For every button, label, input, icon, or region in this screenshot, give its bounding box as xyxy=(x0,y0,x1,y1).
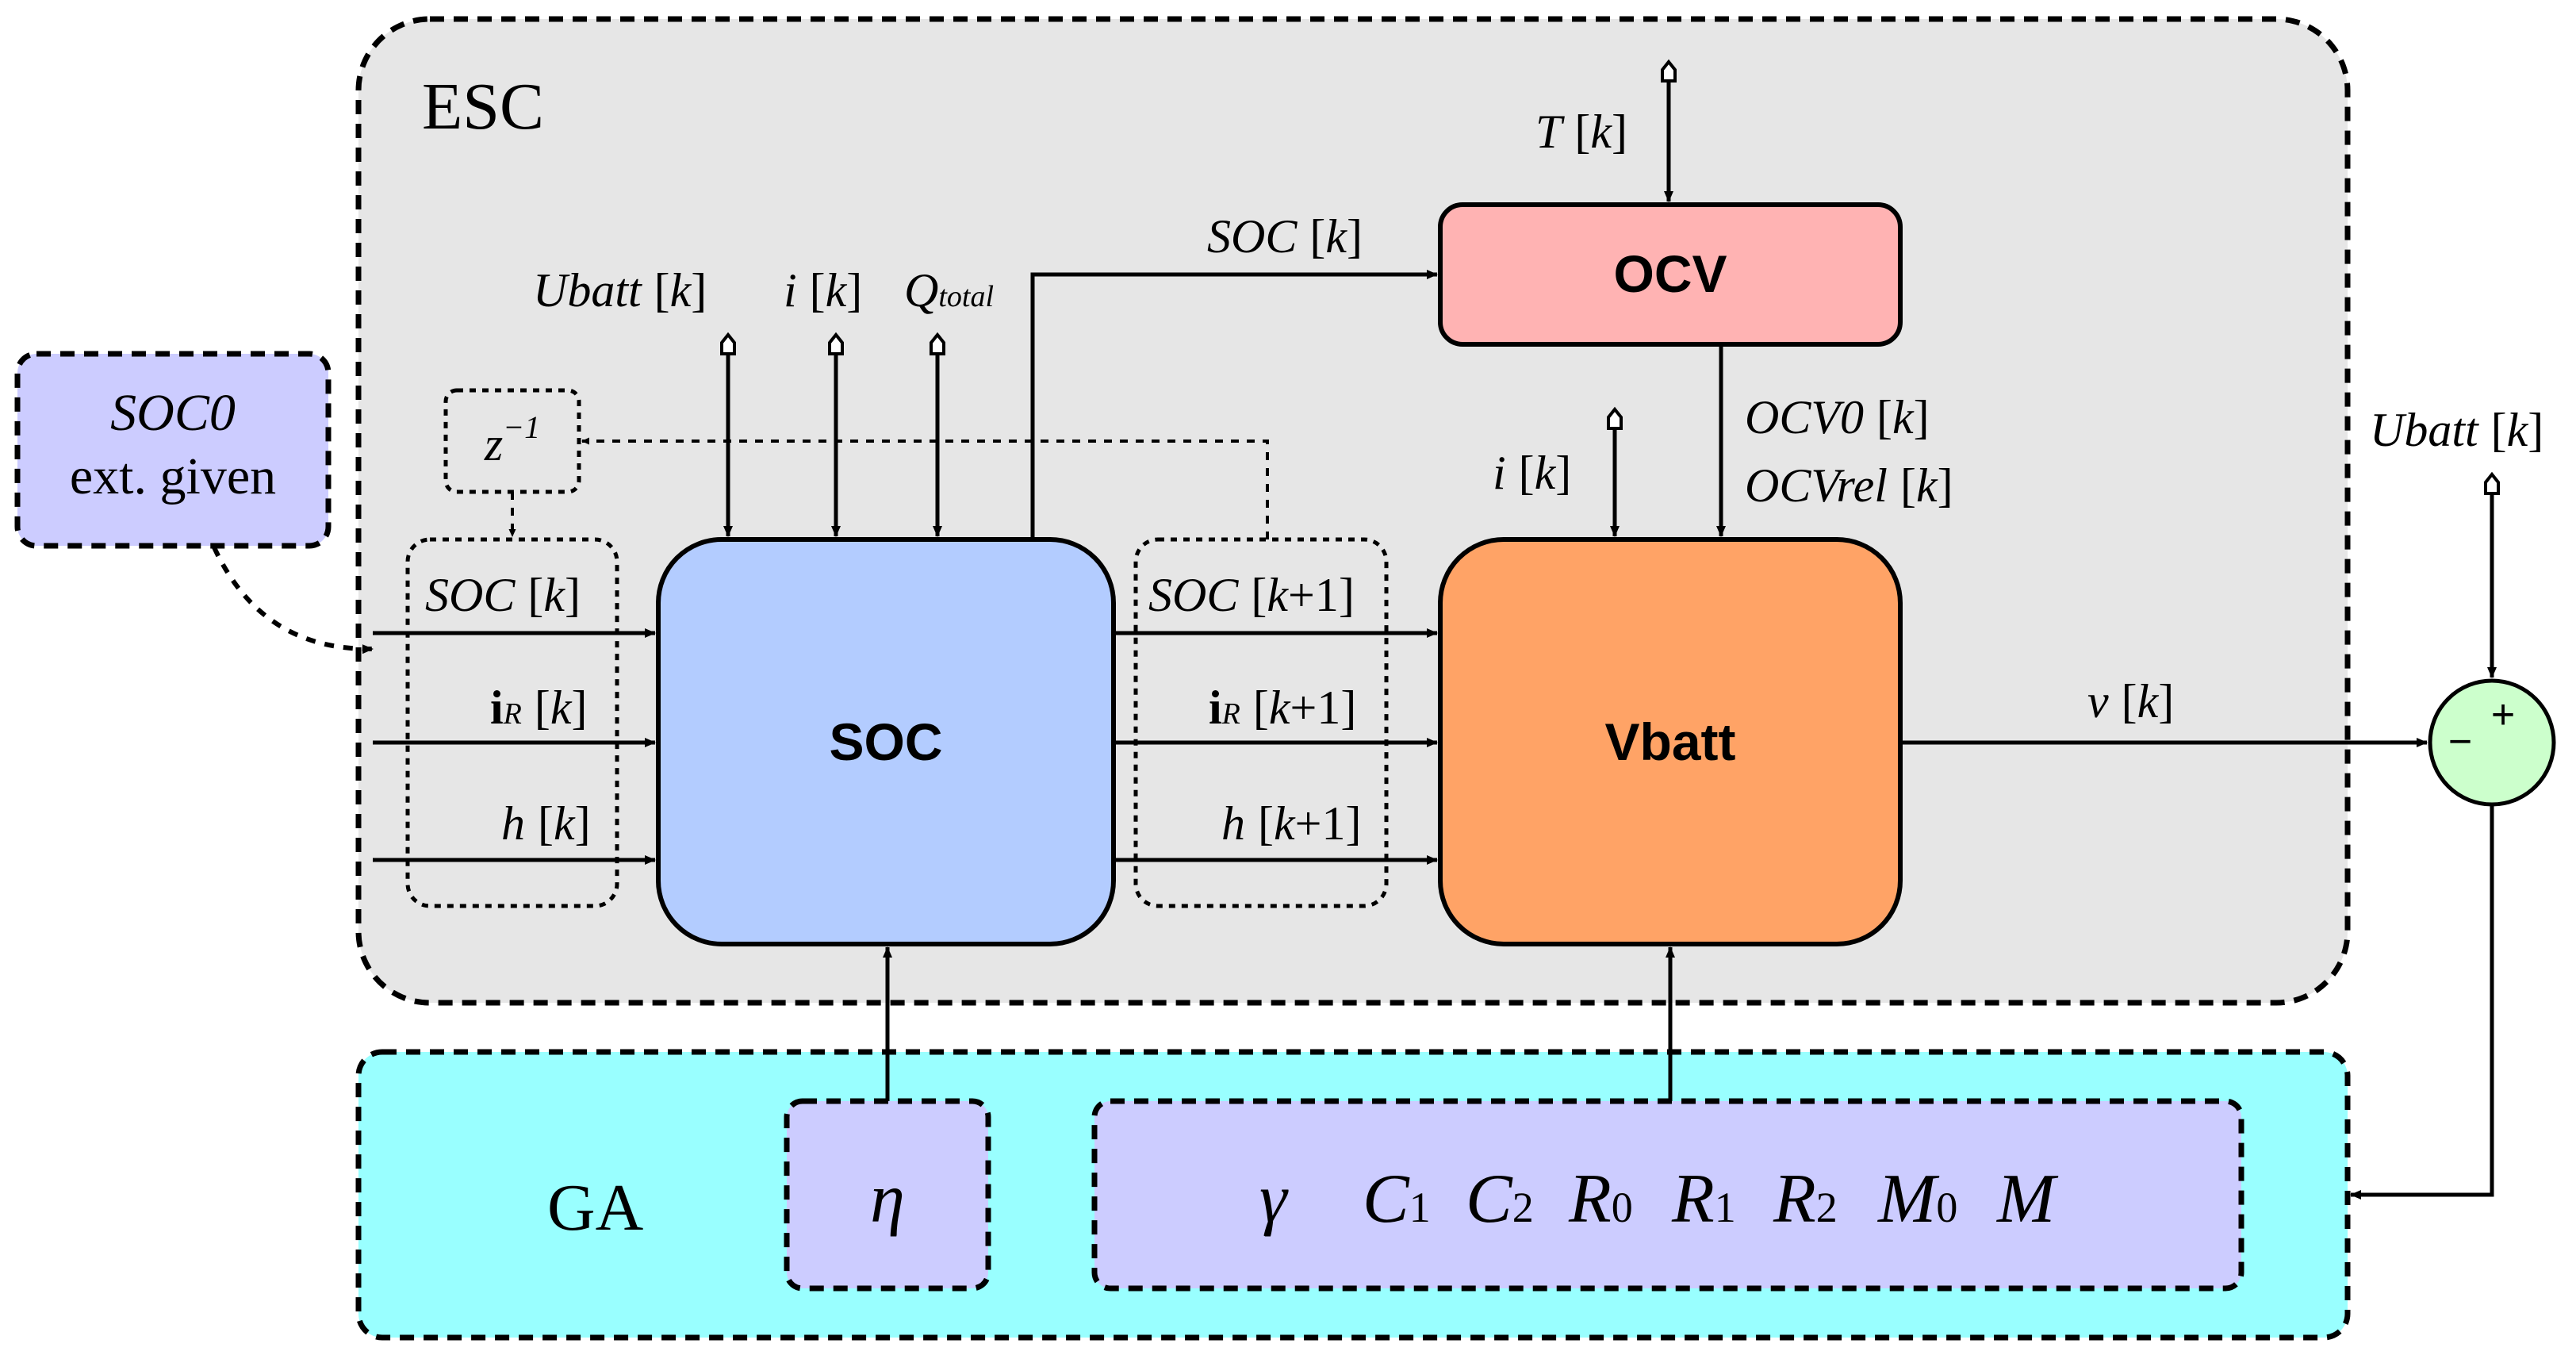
ga-title: GA xyxy=(547,1171,644,1245)
output-state-group xyxy=(1133,537,1389,908)
c1-param: C1 xyxy=(1363,1161,1431,1238)
ubatt-right-port-icon xyxy=(2484,471,2500,495)
i-label: i[k] xyxy=(784,264,862,317)
v-label: v[k] xyxy=(2087,675,2174,727)
ocv-block-label: OCV xyxy=(1613,244,1727,303)
i2-label: i[k] xyxy=(1493,447,1571,499)
out-h-label: h[k+1] xyxy=(1221,797,1361,850)
gamma-param: γ xyxy=(1259,1161,1289,1238)
soc-to-ocv-label: SOC[k] xyxy=(1207,210,1363,263)
delay-label: z−1 xyxy=(484,409,540,470)
in-h-label: h[k] xyxy=(501,797,591,850)
r1-param: R1 xyxy=(1671,1161,1736,1238)
vbatt-param-box xyxy=(1091,1098,2244,1292)
q-port-icon xyxy=(930,332,945,355)
soc0-label: SOC0 xyxy=(110,384,236,442)
error-to-ga-line xyxy=(2350,804,2494,1200)
delay-feedback-line xyxy=(581,437,1269,539)
t-label: T[k] xyxy=(1535,106,1627,158)
i-port-icon xyxy=(828,332,844,355)
i2-port-icon xyxy=(1607,406,1623,430)
ocv0-label: OCV0[k] xyxy=(1745,391,1930,443)
q-total-label: Qtotal xyxy=(904,264,994,317)
soc0-block xyxy=(14,351,332,549)
sum-plus-sign: + xyxy=(2491,692,2515,738)
out-soc-label: SOC[k+1] xyxy=(1148,569,1355,621)
ubatt-label: Ubatt[k] xyxy=(533,264,707,317)
m-param: M xyxy=(1995,1161,2059,1238)
in-ir-label: iR[k] xyxy=(490,681,588,734)
r2-param: R2 xyxy=(1773,1161,1838,1238)
eta-symbol: η xyxy=(870,1161,905,1238)
esc-title: ESC xyxy=(422,70,544,144)
ubatt-port-icon xyxy=(720,332,736,355)
sum-minus-sign: − xyxy=(2448,719,2472,765)
r0-param: R0 xyxy=(1568,1161,1633,1238)
out-ir-label: iR[k+1] xyxy=(1209,681,1356,734)
in-soc-label: SOC[k] xyxy=(425,569,581,621)
soc0-dotted-link xyxy=(212,546,374,654)
input-state-group xyxy=(405,537,619,908)
ocv-block xyxy=(1438,202,1903,347)
soc-to-ocv-line xyxy=(1030,270,1438,539)
m0-param: M0 xyxy=(1876,1161,1957,1238)
ubatt-right-label: Ubatt[k] xyxy=(2370,404,2543,456)
c2-param: C2 xyxy=(1466,1161,1534,1238)
soc0-sub-label: ext. given xyxy=(70,447,276,505)
t-port-icon xyxy=(1661,59,1677,83)
soc-block-label: SOC xyxy=(829,712,942,771)
ocvrel-label: OCVrel[k] xyxy=(1745,459,1953,512)
vbatt-block-label: Vbatt xyxy=(1605,712,1736,771)
